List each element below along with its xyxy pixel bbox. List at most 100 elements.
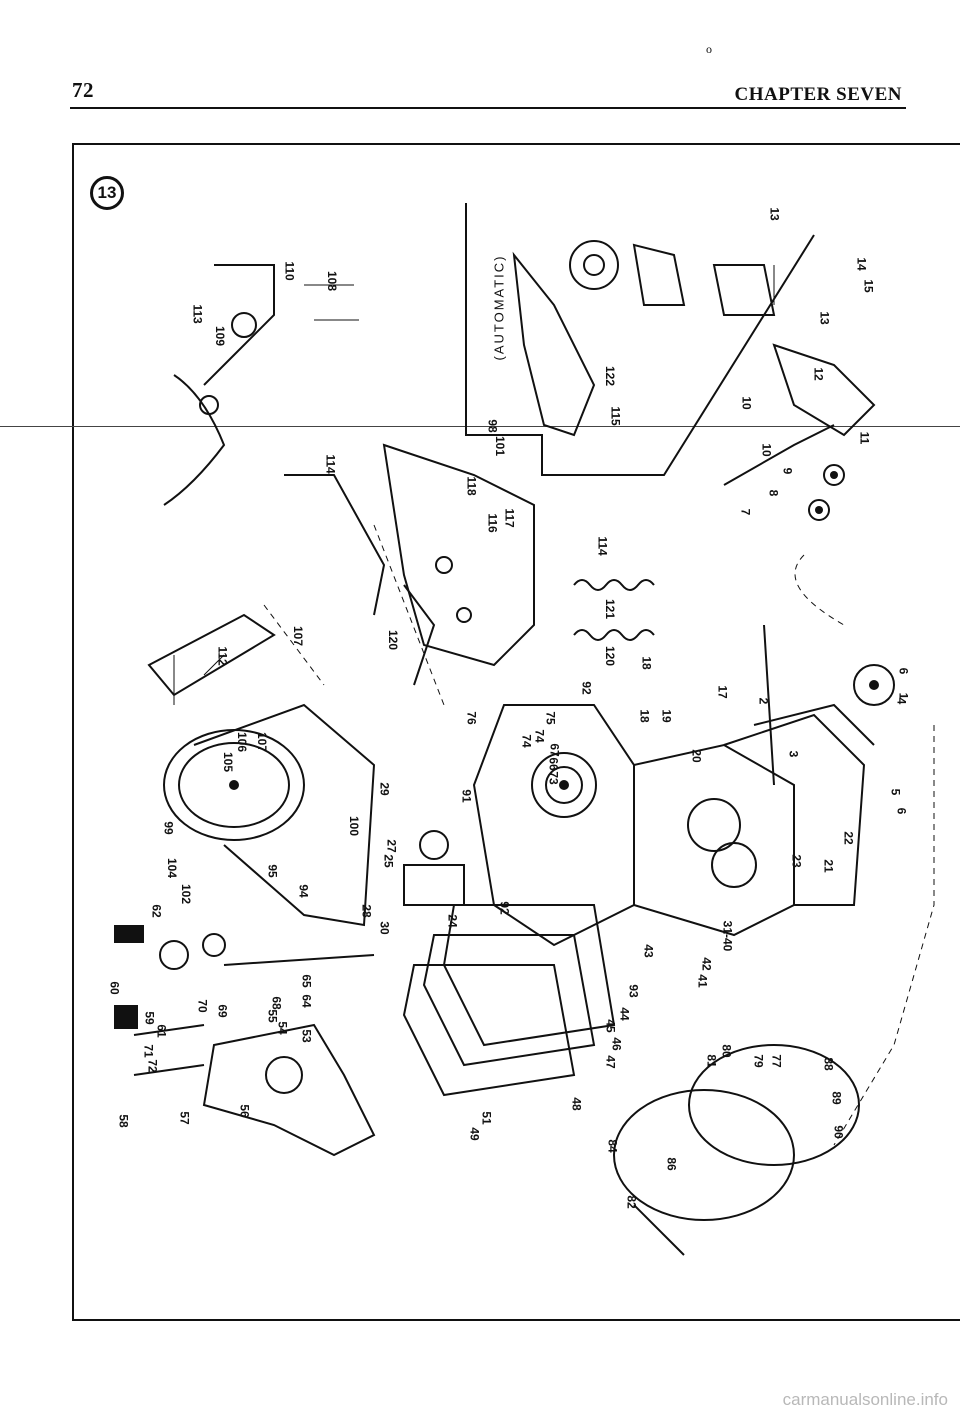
part-number-label: 108 [325, 270, 340, 292]
part-number-label: 88 [821, 1057, 836, 1071]
part-number-label: 47 [603, 1055, 618, 1069]
chapter-title: CHAPTER SEVEN [734, 84, 902, 105]
part-number-label: 11 [857, 431, 872, 445]
part-number-label: 95 [265, 864, 280, 878]
part-number-label: 57 [177, 1111, 192, 1125]
part-number-label: 58 [116, 1114, 131, 1128]
part-number-label: 5 [888, 788, 903, 796]
part-number-label: 27 [384, 839, 399, 853]
part-number-label: 81 [704, 1054, 719, 1068]
part-number-label: 84 [605, 1139, 620, 1153]
part-number-label: 100 [347, 815, 362, 837]
part-number-label: 2 [756, 697, 771, 705]
part-number-label: 114 [595, 536, 610, 556]
part-number-label: 92 [579, 681, 594, 695]
part-number-label: 101 [493, 435, 508, 457]
part-number-label: 46 [609, 1037, 624, 1051]
part-number-label: 62 [149, 904, 164, 918]
part-number-label: 109 [213, 325, 228, 347]
part-number-label: 114 [323, 454, 338, 474]
part-number-label: 14 [854, 257, 869, 271]
part-number-label: 55 [265, 1009, 280, 1023]
part-number-label: 115 [608, 406, 623, 426]
part-number-label: 6 [896, 667, 911, 675]
part-number-label: 29 [377, 782, 392, 796]
part-number-label: 107 [255, 731, 270, 753]
part-number-label: 21 [821, 859, 836, 873]
part-number-label: 67 [547, 743, 562, 757]
part-number-label: 99 [161, 821, 176, 835]
diagram-drawing [114, 203, 935, 1256]
part-number-label: 117 [502, 508, 517, 528]
part-number-label: 70 [195, 999, 210, 1013]
part-number-label: 73 [546, 771, 561, 785]
part-number-label: 51 [479, 1111, 494, 1125]
part-number-label: 68 [269, 996, 284, 1010]
part-number-label: 60 [107, 981, 122, 995]
part-number-label: 8 [766, 489, 781, 497]
part-number-label: 12 [811, 367, 826, 381]
part-number-label: 72 [145, 1059, 160, 1073]
part-number-label: 91 [459, 789, 474, 803]
part-number-label: 92 [497, 901, 512, 915]
part-number-label: 18 [637, 709, 652, 723]
part-number-label: 7 [738, 508, 753, 516]
part-number-label: 43 [641, 944, 656, 958]
part-number-label: 80 [719, 1044, 734, 1058]
part-number-label: 54 [275, 1021, 290, 1035]
part-number-label: 41 [695, 974, 710, 988]
part-number-label: 53 [299, 1029, 314, 1043]
part-number-label: 120 [386, 629, 401, 651]
part-number-label: 6 [894, 807, 909, 815]
part-number-label: 49 [467, 1127, 482, 1141]
part-number-label: 69 [215, 1004, 230, 1018]
part-number-label: 122 [603, 365, 618, 387]
figure-frame [72, 143, 960, 1321]
part-number-label: 74 [532, 729, 547, 743]
part-number-label: 94 [296, 884, 311, 898]
part-number-label: 75 [543, 711, 558, 725]
part-number-label: 121 [603, 598, 618, 620]
part-number-label: 13 [817, 311, 832, 325]
part-number-label: 9 [780, 467, 795, 475]
part-number-label: 28 [359, 904, 374, 918]
part-number-label: 61 [154, 1024, 169, 1038]
part-number-label: 42 [699, 957, 714, 971]
part-number-label: 110 [282, 261, 297, 281]
part-number-label: 13 [767, 207, 782, 221]
part-number-label: 113 [190, 304, 205, 324]
part-number-label: 74 [519, 734, 534, 748]
part-number-label: 4 [894, 697, 909, 705]
header-rule [70, 107, 906, 109]
part-number-label: 116 [485, 513, 500, 533]
part-number-label: 107 [291, 625, 306, 647]
part-number-label: 20 [689, 749, 704, 763]
part-number-label: 22 [841, 831, 856, 845]
part-number-label: 45 [603, 1019, 618, 1033]
automatic-inset-outline [465, 203, 815, 476]
part-number-label: 106 [235, 731, 250, 753]
part-number-label: 76 [464, 711, 479, 725]
part-number-label: 17 [715, 685, 730, 699]
part-number-label: 48 [569, 1097, 584, 1111]
automatic-variant-label: (AUTOMATIC) [491, 254, 507, 361]
part-number-label: 19 [659, 709, 674, 723]
scan-artifact-line [0, 426, 960, 427]
part-number-label: 10 [739, 396, 754, 410]
part-number-label: 98 [485, 419, 500, 433]
part-number-label: 102 [179, 883, 194, 905]
part-number-label: 64 [299, 994, 314, 1008]
part-number-label: 15 [861, 279, 876, 293]
part-number-label: 23 [789, 854, 804, 868]
watermark: carmanualsonline.info [782, 1390, 948, 1409]
part-number-label: 59 [142, 1011, 157, 1025]
scan-mark: o [706, 42, 712, 56]
part-number-label: 104 [165, 857, 180, 879]
part-number-label: 31-40 [720, 920, 735, 952]
part-number-label: 105 [221, 751, 236, 773]
part-number-label: 90 [831, 1125, 846, 1139]
part-number-label: 77 [769, 1054, 784, 1068]
part-number-label: 79 [751, 1054, 766, 1068]
part-number-label: 118 [464, 476, 479, 496]
part-number-label: 3 [786, 750, 801, 758]
